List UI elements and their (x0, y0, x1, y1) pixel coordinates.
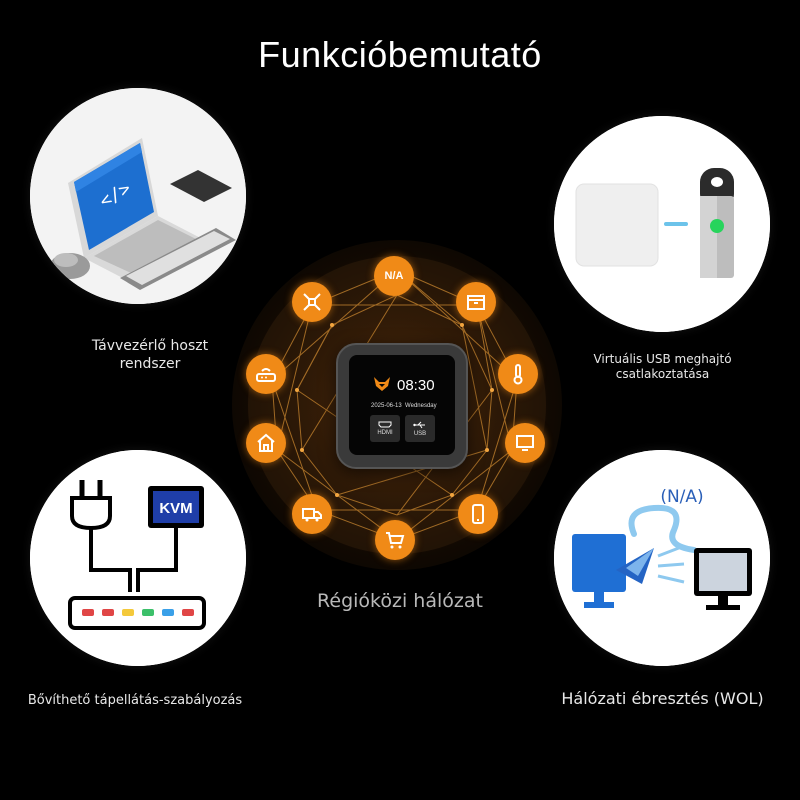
hub-device: 08:30 2025-06-13 Wednesday HDMI USB (336, 343, 468, 469)
remote-control-caption: Távvezérlő hoszt rendszer (91, 338, 209, 372)
router-icon (246, 354, 286, 394)
device-screen: 08:30 2025-06-13 Wednesday HDMI USB (349, 355, 455, 455)
home-icon (246, 423, 286, 463)
hdmi-label: HDMI (377, 430, 393, 436)
box-icon (456, 282, 496, 322)
power-control-caption: Bővíthető tápellátás-szabályozás (27, 693, 243, 708)
wol-illustration: (N/A) (554, 450, 770, 666)
device-date: 2025-06-13 Wednesday (371, 403, 437, 409)
hdmi-button: HDMI (370, 415, 400, 442)
wol-na-label: (N/A) (660, 487, 703, 507)
satellite-dish-icon: N/A (374, 256, 414, 296)
usb-label: USB (413, 431, 427, 437)
device-date-value: 2025-06-13 (371, 403, 402, 409)
wol-caption: Hálózati ébresztés (WOL) (561, 689, 764, 708)
virtual-usb-illustration (554, 116, 770, 332)
cart-icon (375, 520, 415, 560)
kvm-label: KVM (159, 500, 192, 517)
fox-logo-icon (374, 377, 390, 391)
page-title: Funkcióbemutató (258, 34, 542, 75)
truck-icon (292, 494, 332, 534)
usb-icon (413, 421, 425, 429)
thermometer-icon (498, 354, 538, 394)
usb-button: USB (405, 415, 435, 442)
virtual-usb-caption: Virtuális USB meghajtó csatlakoztatása (593, 352, 732, 381)
top-orb-label: N/A (384, 270, 404, 282)
remote-control-illustration: </> (30, 88, 246, 304)
monitor-icon (505, 423, 545, 463)
hdmi-icon (378, 421, 392, 428)
device-clock: 08:30 (397, 377, 435, 394)
phone-icon (458, 494, 498, 534)
drone-icon (292, 282, 332, 322)
hub-caption: Régióközi hálózat (317, 590, 483, 612)
device-weekday: Wednesday (405, 403, 437, 409)
power-kvm-illustration: KVM (30, 450, 246, 666)
